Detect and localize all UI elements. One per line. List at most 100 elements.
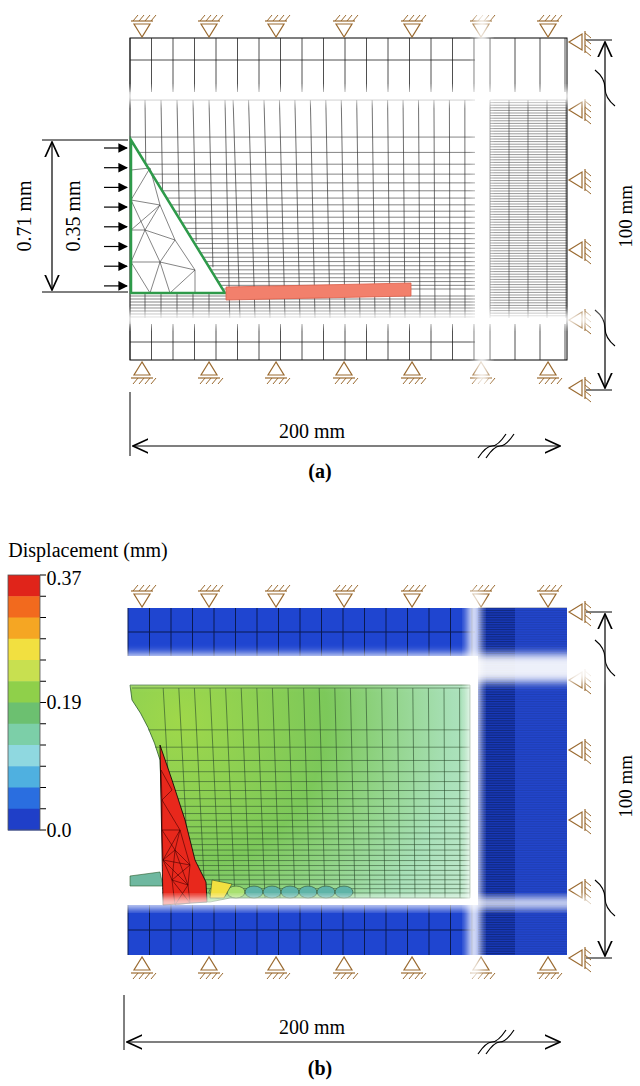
mesh-line <box>484 973 489 979</box>
mesh-line <box>178 217 475 218</box>
mesh-line <box>509 100 510 318</box>
mesh-line <box>409 378 414 384</box>
mesh-line <box>557 973 562 979</box>
crack-element <box>317 886 335 898</box>
mesh-line <box>233 100 240 318</box>
mesh-line <box>490 159 567 160</box>
mesh-line <box>585 241 591 246</box>
mesh-line <box>539 378 544 384</box>
mesh-line <box>490 227 567 228</box>
mesh-line <box>341 15 346 21</box>
mesh-line <box>145 973 150 979</box>
mesh-line <box>285 973 290 979</box>
mesh-line <box>490 274 567 275</box>
break-fade <box>120 90 600 102</box>
colour-band <box>8 809 40 831</box>
mesh-line <box>490 38 491 92</box>
mesh-line <box>130 302 475 303</box>
support-symbol <box>569 242 582 258</box>
mesh-line <box>273 973 278 979</box>
mesh-line <box>40 681 46 682</box>
mesh-line <box>174 211 475 212</box>
mesh-line <box>139 973 144 979</box>
mesh-line <box>345 38 346 92</box>
colour-band <box>8 703 40 725</box>
mesh-line <box>132 688 470 689</box>
mesh-line <box>347 378 352 384</box>
mesh-line <box>490 287 567 288</box>
dimension-label: 0.71 mm <box>13 178 35 253</box>
mesh-line <box>490 144 567 145</box>
indenter-deformed <box>160 745 207 905</box>
mesh-line <box>431 38 432 92</box>
mesh-line <box>173 38 174 92</box>
colour-band <box>8 724 40 746</box>
mesh-line <box>366 38 367 92</box>
mesh-line <box>131 230 145 262</box>
support-symbol <box>336 24 352 37</box>
mesh-line <box>335 973 340 979</box>
mesh-line <box>537 20 559 21</box>
break-fade <box>120 898 600 908</box>
mesh-line <box>415 585 420 591</box>
mesh-line <box>540 38 541 92</box>
mesh-line <box>490 105 567 106</box>
mesh-line <box>490 152 567 153</box>
mesh-line <box>162 875 470 876</box>
mesh-line <box>206 585 211 591</box>
mesh-line <box>490 214 567 215</box>
mesh-line <box>40 808 46 809</box>
mesh-line <box>490 240 567 241</box>
support-symbol <box>201 362 217 375</box>
mesh-line <box>40 617 46 618</box>
mesh-line <box>585 967 591 972</box>
mesh-line <box>545 15 550 21</box>
mesh-line <box>490 232 567 233</box>
mesh-line <box>163 860 188 885</box>
mesh-line <box>353 585 358 591</box>
load-arrow <box>104 266 127 267</box>
mesh-line <box>155 747 470 748</box>
mesh-line <box>490 118 567 119</box>
mesh-line <box>515 324 516 360</box>
mesh-line <box>537 590 559 591</box>
crack-element <box>245 886 263 898</box>
mesh-line <box>490 302 567 303</box>
mesh-line <box>40 575 46 576</box>
mesh-line <box>585 385 591 390</box>
mesh-line <box>490 126 567 127</box>
mesh-line <box>162 830 180 831</box>
colour-band <box>8 639 40 661</box>
mesh-line <box>584 601 585 623</box>
mesh-line <box>212 973 217 979</box>
mesh-line <box>128 930 475 931</box>
mesh-line <box>490 154 567 155</box>
legend-title: Displacement (mm) <box>6 539 169 561</box>
mesh-line <box>415 378 420 384</box>
mesh-line <box>279 585 284 591</box>
mesh-line <box>302 38 303 92</box>
crack-band <box>226 283 411 300</box>
mesh-line <box>175 830 180 850</box>
mesh-line <box>490 378 495 384</box>
crack-element <box>263 886 281 898</box>
mesh-line <box>249 100 255 318</box>
mesh-line <box>490 149 567 150</box>
mesh-line <box>490 165 567 166</box>
mesh-line <box>585 689 591 694</box>
mesh-line <box>490 324 491 360</box>
crack-element <box>281 886 299 898</box>
mesh-line <box>273 378 278 384</box>
mesh-line <box>585 893 591 898</box>
mesh-line <box>490 157 567 158</box>
mesh-line <box>540 324 541 360</box>
support-symbol <box>569 604 582 620</box>
mesh-line <box>490 175 567 176</box>
mesh-line <box>585 829 591 834</box>
mesh-line <box>403 973 408 979</box>
mesh-line <box>557 585 562 591</box>
mesh-line <box>128 632 475 633</box>
indenter-fill <box>131 140 225 293</box>
mesh-line <box>175 240 195 270</box>
mesh-line <box>464 100 465 318</box>
